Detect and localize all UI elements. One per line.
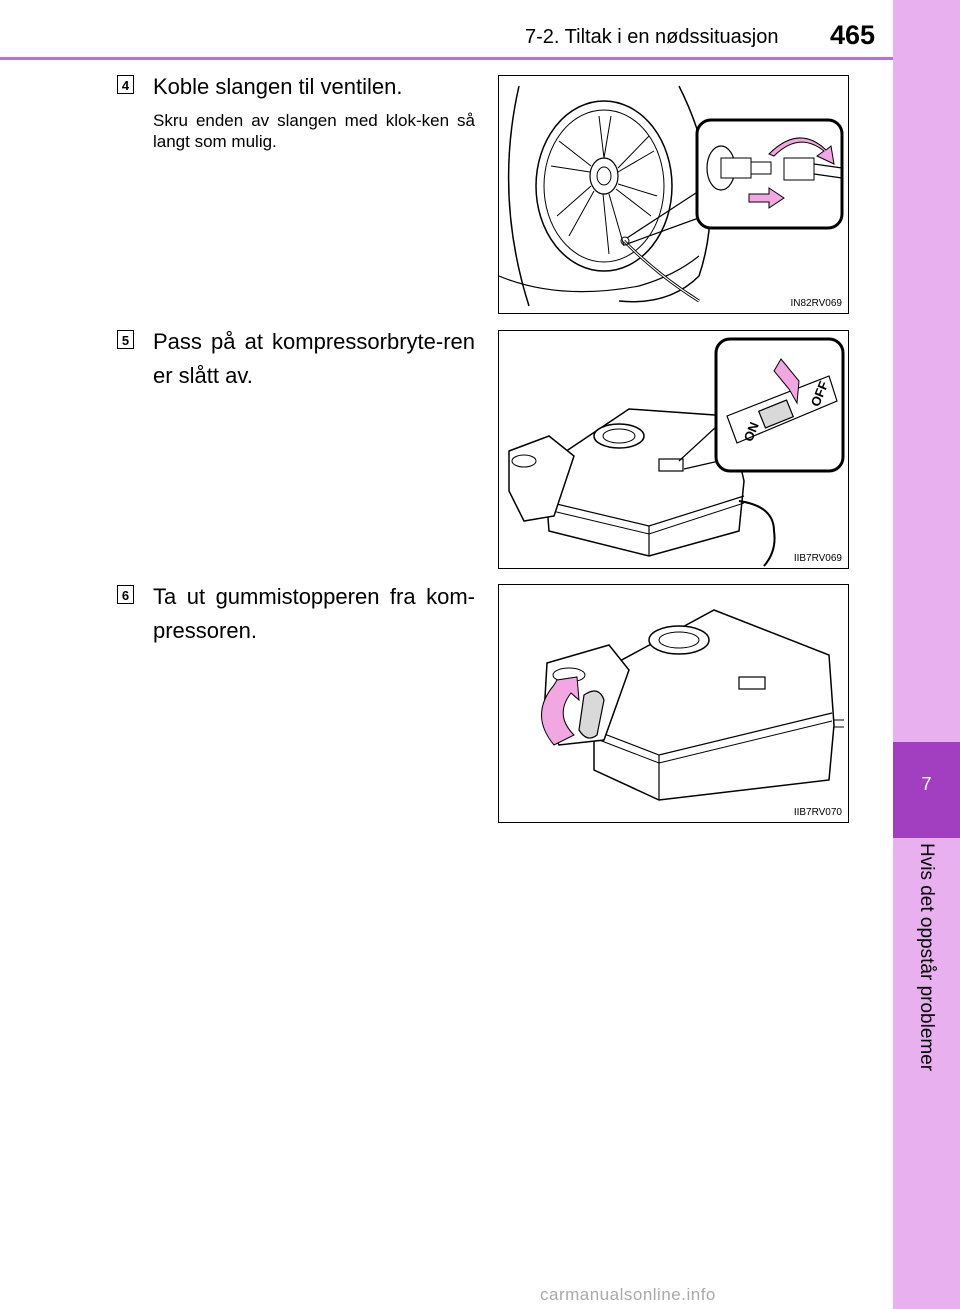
figure-valve-hose: IN82RV069 [498,75,849,314]
chapter-title: Hvis det oppstår problemer [916,843,937,1072]
figure-compressor-switch: ON OFF IIB7RV069 [498,330,849,569]
step-4-title: Koble slangen til ventilen. [153,74,403,99]
wheel-illustration [499,85,844,307]
header-rule [0,57,893,60]
step-number-4: 4 [117,75,134,94]
chapter-number-box [893,742,960,838]
page-number: 465 [830,20,876,50]
step-4-description: Skru enden av slangen med klok-ken så la… [153,111,475,151]
figure-code: IIB7RV070 [793,807,842,818]
step-number-5: 5 [117,330,134,349]
chapter-side-tab [893,0,960,1309]
compressor-stopper-illustration [541,609,844,801]
figure-code: IN82RV069 [790,298,842,309]
step-6-title: Ta ut gummistopperen fra kom-pressoren. [153,584,475,643]
step-number-6: 6 [117,585,134,604]
compressor-switch-illustration: ON OFF [508,337,845,567]
figure-code: IIB7RV069 [793,553,842,564]
chapter-number: 7 [921,774,932,794]
footer-watermark: carmanualsonline.info [540,1285,716,1304]
figure-rubber-stopper: IIB7RV070 [498,584,849,823]
switch-label-on: ON [741,420,762,444]
section-title: 7-2. Tiltak i en nødssituasjon [525,26,779,48]
step-5-title: Pass på at kompressorbryte-ren er slått … [153,329,475,388]
